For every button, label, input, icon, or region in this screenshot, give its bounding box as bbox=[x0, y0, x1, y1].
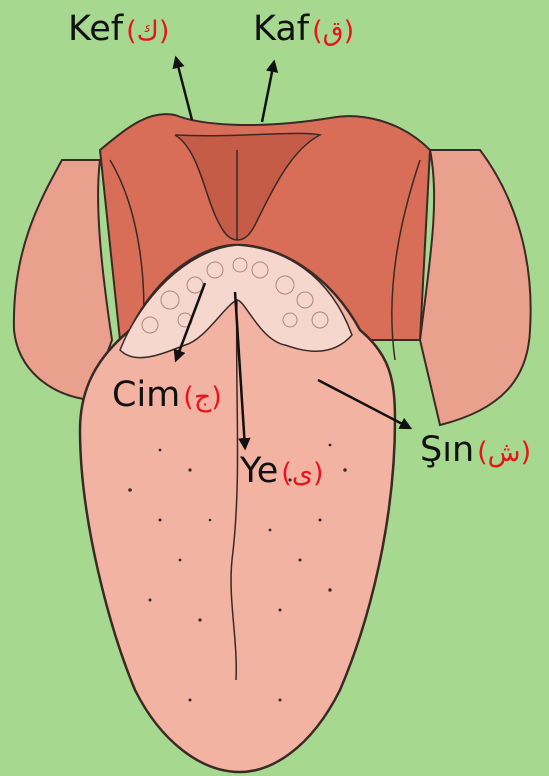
label-kef: Kef(ك) bbox=[68, 12, 169, 47]
label-sin-latin: Şın bbox=[420, 430, 474, 470]
label-cim-latin: Cim bbox=[112, 375, 180, 415]
label-kaf-latin: Kaf bbox=[253, 9, 309, 49]
label-cim: Cim(ج) bbox=[112, 378, 222, 413]
label-kef-latin: Kef bbox=[68, 9, 123, 49]
label-ye-latin: Ye bbox=[240, 451, 278, 491]
label-kef-arabic: (ك) bbox=[126, 16, 169, 47]
left-cheek-wall bbox=[14, 160, 112, 400]
label-ye-arabic: (ى) bbox=[281, 458, 323, 489]
label-sin-arabic: (ش) bbox=[477, 437, 531, 468]
label-kaf: Kaf(ق) bbox=[253, 12, 354, 47]
kef-arrow bbox=[176, 58, 192, 120]
kaf-arrow bbox=[262, 62, 274, 122]
label-ye: Ye(ى) bbox=[240, 454, 324, 489]
label-cim-arabic: (ج) bbox=[183, 382, 222, 413]
label-sin: Şın(ش) bbox=[420, 433, 531, 468]
label-kaf-arabic: (ق) bbox=[312, 16, 354, 47]
right-cheek-wall bbox=[420, 150, 531, 425]
